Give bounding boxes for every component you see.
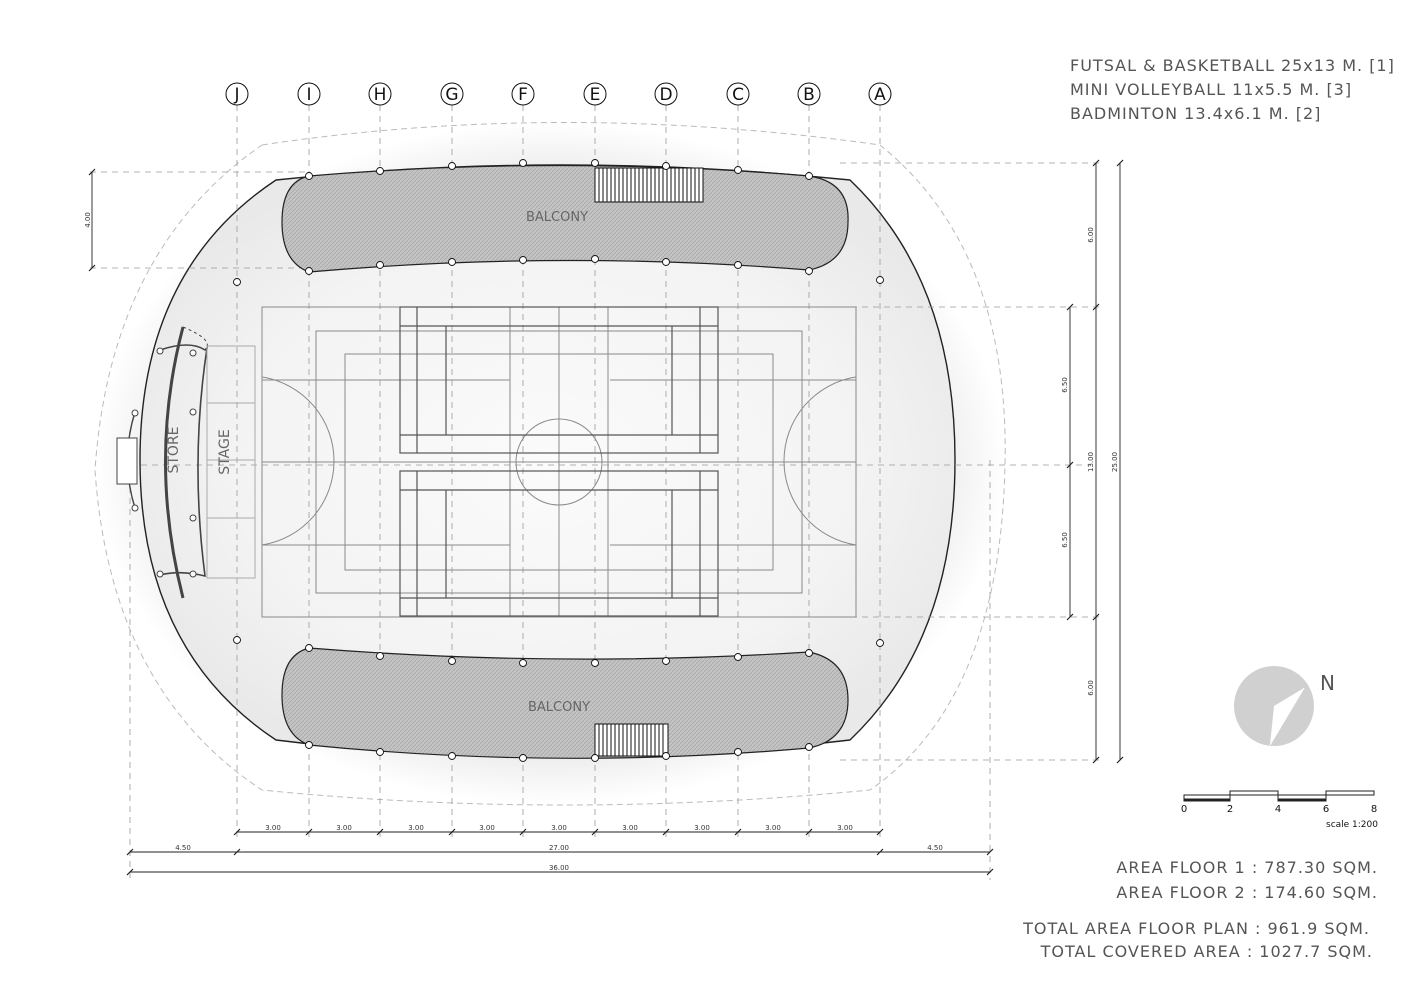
legend-badminton: BADMINTON 13.4x6.1 M. [2] <box>1070 104 1321 123</box>
svg-text:2: 2 <box>1227 804 1233 815</box>
scale-label: scale 1:200 <box>1326 820 1378 830</box>
svg-text:4: 4 <box>1275 804 1281 815</box>
dim-bay: 3.00 <box>408 824 424 832</box>
balcony-south-label: BALCONY <box>528 700 590 715</box>
area-total-floor-plan: TOTAL AREA FLOOR PLAN : 961.9 SQM. <box>1022 919 1370 938</box>
stage-store <box>116 326 256 599</box>
grid-bubbles <box>225 82 892 106</box>
dim-bay: 3.00 <box>765 824 781 832</box>
stairs-south <box>594 723 669 757</box>
dimension-ticks <box>88 159 1124 876</box>
scale-bar <box>1183 790 1375 802</box>
north-label: N <box>1320 671 1335 695</box>
dimension-labels: 3.00 3.00 3.00 3.00 3.00 3.00 3.00 3.00 … <box>84 212 1119 872</box>
dim-bay: 3.00 <box>837 824 853 832</box>
dim-bay: 3.00 <box>479 824 495 832</box>
sports-legend: FUTSAL & BASKETBALL 25x13 M. [1] MINI VO… <box>1070 56 1395 123</box>
grid-label: C <box>732 85 744 105</box>
grid-label: A <box>874 85 886 105</box>
store-label: STORE <box>166 426 182 473</box>
grid-label: H <box>374 85 387 105</box>
grid-label: I <box>306 85 311 105</box>
grid-label: D <box>659 85 672 105</box>
dim-bay: 3.00 <box>694 824 710 832</box>
dim-left-overhang: 4.50 <box>175 844 191 852</box>
grid-label: E <box>590 85 601 105</box>
dim-right-total: 25.00 <box>1111 452 1119 472</box>
stage-label: STAGE <box>217 429 233 474</box>
north-arrow-icon <box>1234 666 1314 746</box>
balcony-north-label: BALCONY <box>526 210 588 225</box>
scale-bar-ticks: 0 2 4 6 8 scale 1:200 <box>1181 804 1378 830</box>
area-summary: AREA FLOOR 1 : 787.30 SQM. AREA FLOOR 2 … <box>1022 858 1378 961</box>
stairs-north <box>594 167 704 203</box>
dim-total-span: 36.00 <box>549 864 569 872</box>
dim-right-top: 6.00 <box>1087 227 1095 243</box>
grid-label: B <box>803 85 815 105</box>
svg-text:6: 6 <box>1323 804 1329 815</box>
dim-right-bottom: 6.00 <box>1087 680 1095 696</box>
svg-text:0: 0 <box>1181 804 1187 815</box>
grid-label: G <box>445 85 458 105</box>
area-floor1: AREA FLOOR 1 : 787.30 SQM. <box>1116 858 1378 877</box>
area-total-covered: TOTAL COVERED AREA : 1027.7 SQM. <box>1040 942 1373 961</box>
dimension-lines <box>91 163 1121 873</box>
dim-inner-span: 27.00 <box>549 844 569 852</box>
sport-courts <box>261 306 857 618</box>
dim-bay: 3.00 <box>336 824 352 832</box>
dim-bay: 3.00 <box>551 824 567 832</box>
grid-label: J <box>233 85 239 105</box>
grid-label: F <box>518 85 528 105</box>
grid-bubble-labels: J I H G F E D C B A <box>233 85 886 105</box>
dim-right-overhang: 4.50 <box>927 844 943 852</box>
dim-right-court-lower: 6.50 <box>1061 532 1069 548</box>
area-floor2: AREA FLOOR 2 : 174.60 SQM. <box>1116 883 1378 902</box>
dim-right-court-upper: 6.50 <box>1061 377 1069 393</box>
dim-right-court: 13.00 <box>1087 452 1095 472</box>
dim-bay: 3.00 <box>265 824 281 832</box>
legend-futsal: FUTSAL & BASKETBALL 25x13 M. [1] <box>1070 56 1395 75</box>
dim-balcony-depth: 4.00 <box>84 212 92 228</box>
dim-bay: 3.00 <box>622 824 638 832</box>
columns <box>233 159 884 762</box>
svg-text:8: 8 <box>1371 804 1377 815</box>
legend-volleyball: MINI VOLLEYBALL 11x5.5 M. [3] <box>1070 80 1352 99</box>
badminton-courts <box>399 306 719 617</box>
